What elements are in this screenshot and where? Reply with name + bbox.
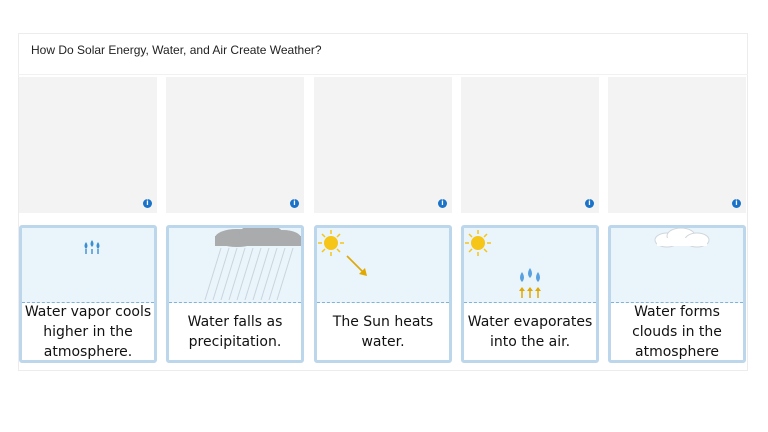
- info-icon[interactable]: i: [143, 199, 152, 208]
- drop-zone-4[interactable]: i: [461, 77, 599, 213]
- page-title: How Do Solar Energy, Water, and Air Crea…: [31, 43, 322, 57]
- draggable-card-sun-heats[interactable]: The Sun heats water.: [314, 225, 452, 363]
- card-caption: Water forms clouds in the atmosphere: [632, 303, 722, 360]
- drop-zone-2[interactable]: i: [166, 77, 304, 213]
- draggable-card-evaporates[interactable]: Water evaporates into the air.: [461, 225, 599, 363]
- drop-zone-3[interactable]: i: [314, 77, 452, 213]
- card-caption: Water falls as precipitation.: [187, 313, 283, 350]
- drop-zone-5[interactable]: i: [608, 77, 746, 213]
- info-icon[interactable]: i: [290, 199, 299, 208]
- card-scene: [317, 228, 449, 303]
- info-icon[interactable]: i: [732, 199, 741, 208]
- sun-ray-icon: [318, 230, 367, 276]
- card-caption: Water vapor cools higher in the atmosphe…: [24, 303, 152, 360]
- draggable-card-clouds[interactable]: Water forms clouds in the atmosphere: [608, 225, 746, 363]
- draggable-card-vapor-cools[interactable]: Water vapor cools higher in the atmosphe…: [19, 225, 157, 363]
- rain-cloud-icon: [204, 228, 301, 301]
- drop-zone-1[interactable]: i: [19, 77, 157, 213]
- header-divider: [18, 74, 748, 75]
- info-icon[interactable]: i: [438, 199, 447, 208]
- card-caption: The Sun heats water.: [332, 313, 434, 350]
- info-icon[interactable]: i: [585, 199, 594, 208]
- cloud-icon: [654, 228, 710, 248]
- evaporation-icon: [465, 230, 541, 298]
- vapor-rising-icon: [84, 240, 100, 254]
- card-scene: [22, 228, 154, 303]
- draggable-card-precipitation[interactable]: Water falls as precipitation.: [166, 225, 304, 363]
- card-caption: Water evaporates into the air.: [467, 313, 593, 350]
